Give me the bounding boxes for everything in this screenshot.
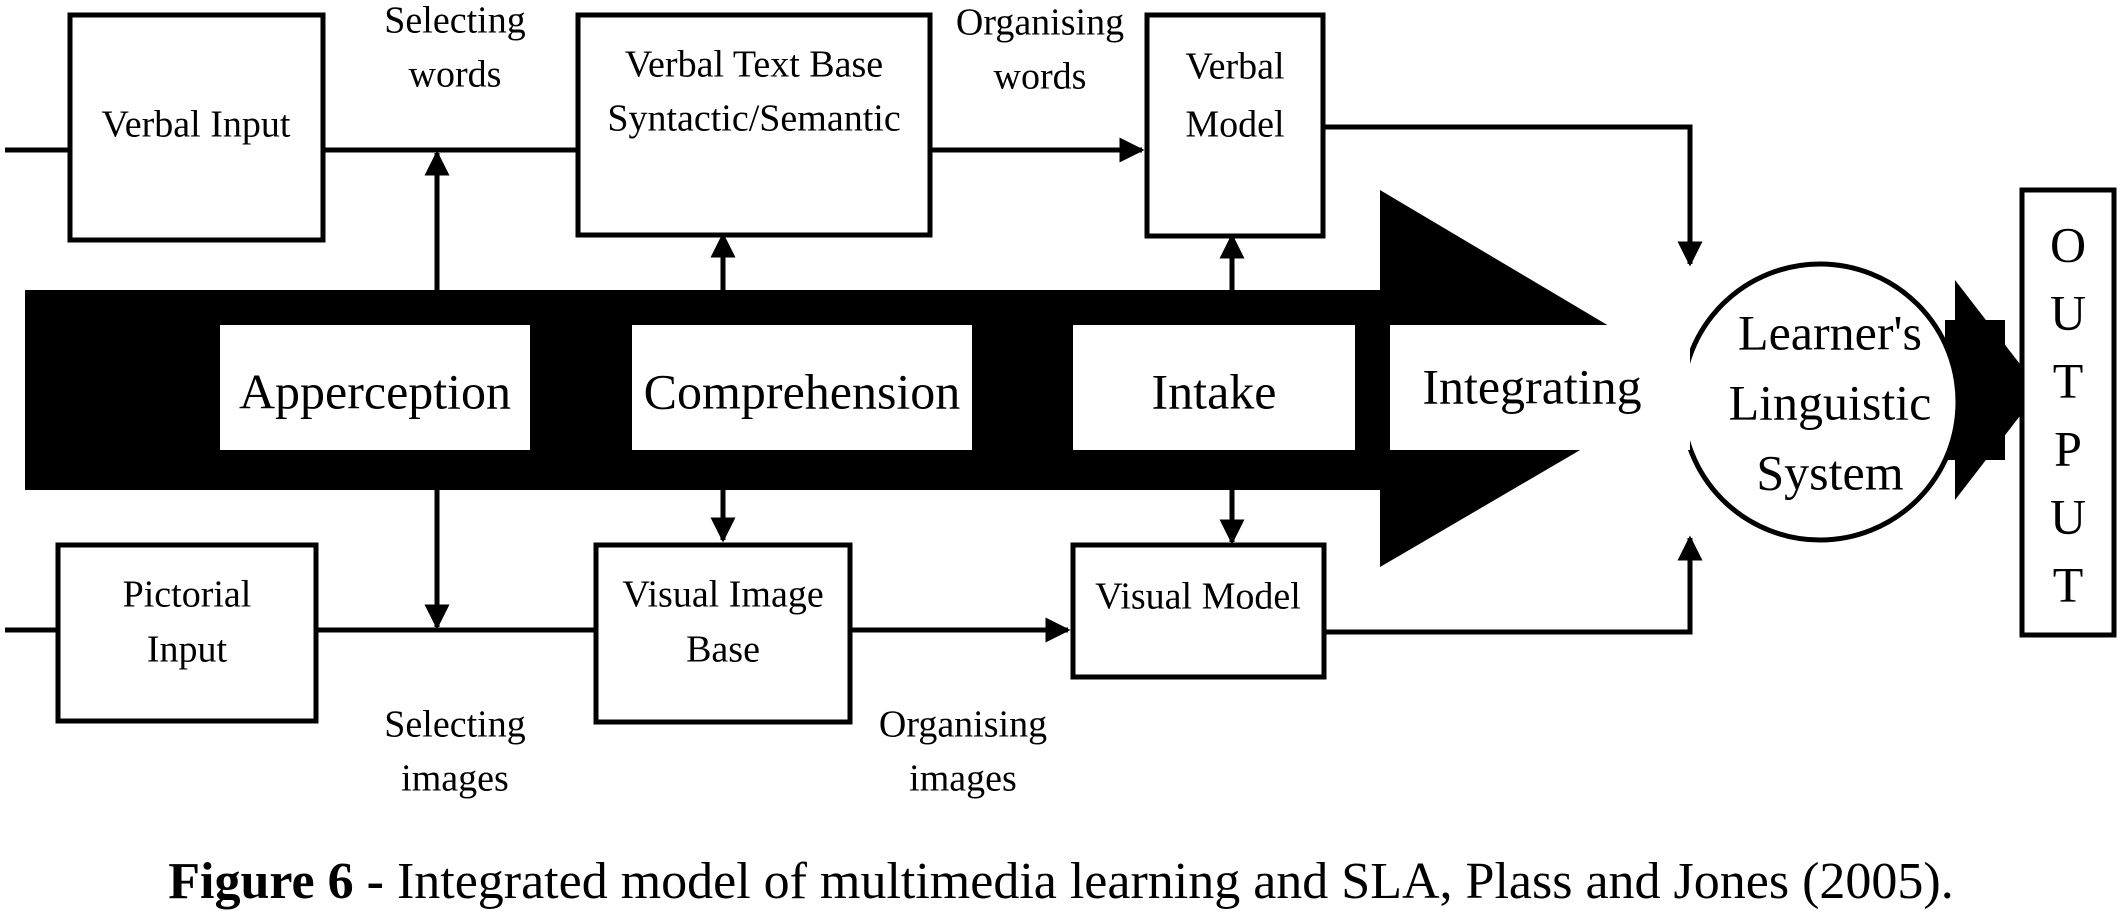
figure-number: Figure 6 - — [168, 853, 384, 910]
node-verbal-text-base: Verbal Text Base Syntactic/Semantic — [575, 12, 933, 238]
figure-caption: Figure 6 - Integrated model of multimedi… — [0, 852, 2122, 911]
edge-label-organising-words: Organising words — [956, 2, 1124, 98]
selecting-images-line1: Selecting — [384, 704, 525, 746]
edge-label-selecting-words: Selecting words — [384, 0, 525, 96]
stage-integrating: Integrating — [1390, 325, 1690, 450]
output-letter-4: P — [2054, 420, 2082, 476]
line-visual-model-to-system — [1298, 535, 1703, 635]
node-pictorial-input: Pictorial Input — [55, 542, 319, 724]
pictorial-input-label-line1: Pictorial — [123, 574, 252, 616]
node-output: O U T P U T — [2019, 187, 2117, 638]
line-verbal-model-to-system — [1323, 124, 1703, 267]
output-letter-2: U — [2050, 284, 2086, 340]
stage-integrating-label: Integrating — [1422, 358, 1641, 414]
learners-system-label-line2: Linguistic — [1729, 374, 1932, 430]
organising-words-line1: Organising — [956, 2, 1124, 44]
organising-words-line2: words — [994, 56, 1087, 98]
verbal-model-label-line1: Verbal — [1185, 46, 1284, 88]
node-verbal-model: Verbal Model — [1144, 12, 1326, 239]
stage-intake-label: Intake — [1152, 363, 1277, 419]
verbal-model-label-line2: Model — [1185, 104, 1284, 146]
figure-caption-text: Integrated model of multimedia learning … — [383, 853, 1954, 910]
organising-images-line2: images — [909, 758, 1017, 800]
node-learners-linguistic-system: Learner's Linguistic System — [1729, 304, 1932, 500]
verbal-text-base-label-line2: Syntactic/Semantic — [607, 98, 900, 140]
stage-apperception-label: Apperception — [239, 363, 511, 419]
node-verbal-input: Verbal Input — [67, 12, 326, 243]
node-visual-model: Visual Model — [1070, 542, 1327, 680]
output-letter-1: O — [2050, 216, 2086, 272]
visual-model-label: Visual Model — [1095, 576, 1301, 618]
connectors — [5, 124, 1703, 643]
verbal-input-label: Verbal Input — [102, 104, 291, 146]
stage-comprehension-label: Comprehension — [644, 363, 961, 419]
pictorial-input-label-line2: Input — [147, 629, 228, 671]
edge-label-organising-images: Organising images — [879, 704, 1047, 800]
node-visual-image-base: Visual Image Base — [593, 542, 853, 725]
learners-system-label-line1: Learner's — [1738, 304, 1922, 360]
selecting-images-line2: images — [401, 758, 509, 800]
visual-image-base-label-line2: Base — [686, 629, 760, 671]
output-letter-6: T — [2053, 556, 2084, 612]
stage-comprehension: Comprehension — [632, 325, 972, 450]
learners-system-label-line3: System — [1756, 444, 1903, 500]
verbal-text-base-label-line1: Verbal Text Base — [625, 44, 883, 86]
selecting-words-line1: Selecting — [384, 0, 525, 42]
stage-apperception: Apperception — [220, 325, 530, 450]
stage-intake: Intake — [1073, 325, 1355, 450]
organising-images-line1: Organising — [879, 704, 1047, 746]
output-letter-5: U — [2050, 488, 2086, 544]
selecting-words-line2: words — [409, 54, 502, 96]
edge-label-selecting-images: Selecting images — [384, 704, 525, 800]
visual-image-base-label-line1: Visual Image — [622, 574, 823, 616]
output-letter-3: T — [2053, 352, 2084, 408]
